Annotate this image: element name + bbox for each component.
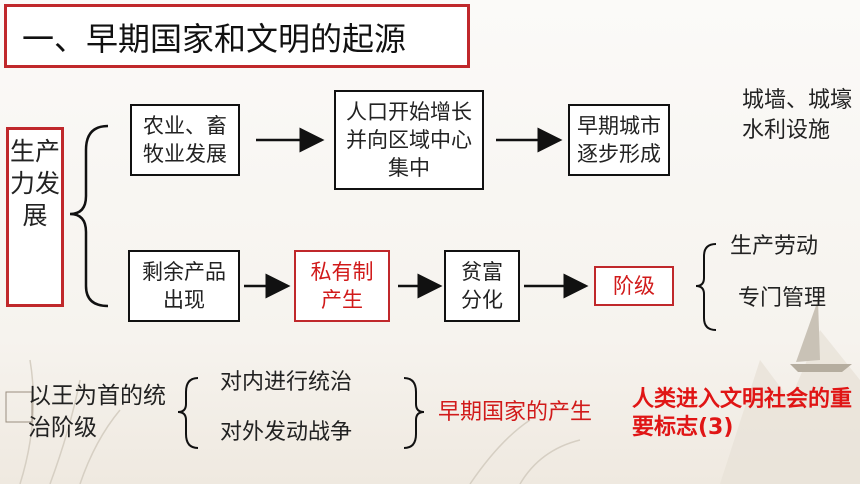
branch-specialized-management: 专门管理: [738, 286, 827, 311]
city-facilities-note: 城墙、城壕水利设施: [742, 88, 853, 143]
page-title: 一、早期国家和文明的起源: [22, 20, 407, 58]
node-early-city-label: 早期城市逐步形成: [577, 114, 661, 166]
node-wealth-gap-label: 贫富分化: [461, 260, 503, 312]
internal-rule-label: 对内进行统治: [220, 370, 353, 395]
branch-production-labor: 生产劳动: [730, 234, 819, 259]
node-population-label: 人口开始增长并向区域中心集中: [346, 100, 472, 180]
productivity-brace: [69, 124, 109, 308]
boat-sail-icon: [796, 300, 820, 362]
ruling-right-brace: [403, 377, 425, 449]
reed-decor: [19, 359, 581, 484]
node-class: 阶级: [594, 266, 674, 306]
node-class-label: 阶级: [613, 274, 655, 298]
ruling-left-brace: [177, 377, 199, 449]
ruling-class-label: 以王为首的统治阶级: [28, 383, 166, 441]
boat-hull-icon: [790, 364, 852, 372]
node-surplus-label: 剩余产品出现: [142, 260, 226, 312]
node-population: 人口开始增长并向区域中心集中: [334, 90, 484, 190]
seal-stamp: [5, 391, 33, 423]
title-frame: [4, 4, 470, 68]
node-private-ownership: 私有制产生: [294, 250, 390, 322]
productivity-label: 生产力发展: [10, 137, 61, 230]
node-private-ownership-label: 私有制产生: [310, 260, 374, 312]
node-agriculture: 农业、畜牧业发展: [130, 104, 240, 176]
early-state-label: 早期国家的产生: [438, 400, 593, 425]
node-wealth-gap: 贫富分化: [444, 250, 520, 322]
node-early-city: 早期城市逐步形成: [568, 104, 670, 176]
productivity-frame: [6, 127, 64, 307]
class-brace: [695, 243, 717, 331]
external-war-label: 对外发动战争: [220, 420, 353, 445]
node-surplus: 剩余产品出现: [128, 250, 240, 322]
node-agriculture-label: 农业、畜牧业发展: [143, 114, 227, 166]
civilization-mark-label: 人类进入文明社会的重要标志(3): [632, 387, 853, 440]
